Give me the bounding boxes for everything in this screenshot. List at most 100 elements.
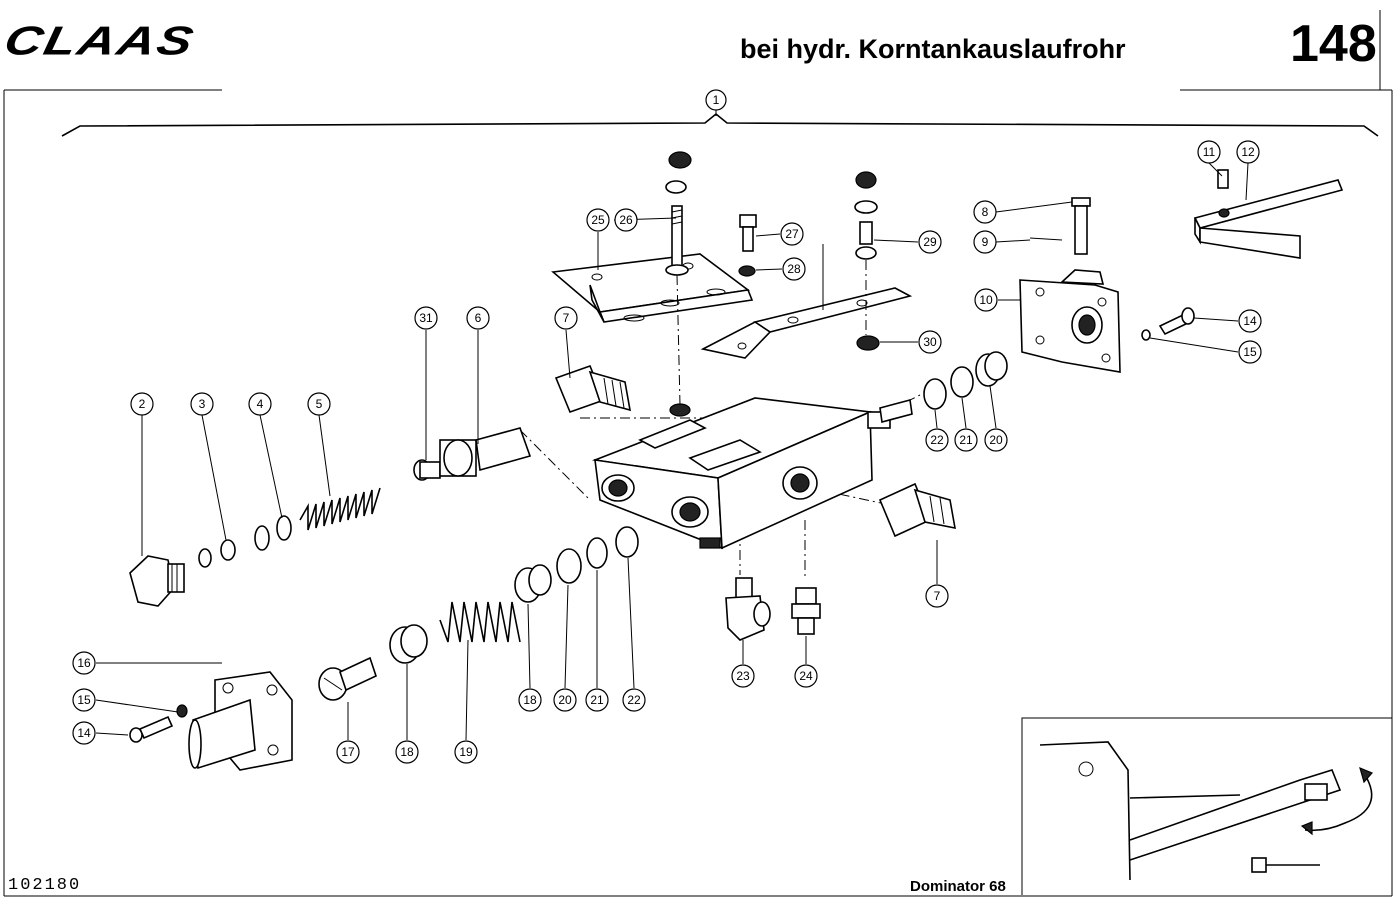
svg-text:11: 11 [1203,145,1216,159]
bolt-assembly-right [854,171,880,351]
callout-1: 1 [705,89,727,111]
washer-15-lower [176,704,188,718]
lever-arm [1193,179,1344,259]
callout-31: 31 [414,306,438,330]
callout-18-lower: 18 [395,740,419,764]
svg-text:29: 29 [923,235,937,249]
hex-plug [129,555,185,607]
svg-text:22: 22 [930,433,944,447]
split-pin [1029,237,1063,241]
callout-27: 27 [780,222,804,246]
svg-text:7: 7 [563,311,570,325]
svg-text:9: 9 [982,235,989,249]
cover-flange [188,671,293,771]
svg-text:5: 5 [316,397,323,411]
washer-20 [556,548,582,584]
slotted-screw [318,656,377,701]
compression-spring [299,487,381,531]
assembly-bracket [61,112,1379,137]
bracket-plate-left [551,253,754,323]
callout-20-right: 20 [984,428,1008,452]
valve-body [591,397,874,550]
seal-21-right [950,366,974,398]
bracket-plate-right [700,287,913,359]
page-number: 148 [1290,15,1377,73]
callout-23: 23 [731,664,755,688]
callout-30: 30 [918,330,942,354]
svg-text:3: 3 [199,397,206,411]
svg-text:16: 16 [77,656,91,670]
svg-text:15: 15 [77,693,91,707]
elbow-fitting [725,577,771,641]
svg-text:14: 14 [77,726,91,740]
straight-fitting [791,587,821,635]
callout-15-right: 15 [1238,340,1262,364]
callout-12: 12 [1236,140,1260,164]
callout-19: 19 [454,740,478,764]
svg-text:10: 10 [979,293,993,307]
callout-17: 17 [336,740,360,764]
o-ring-4a [254,525,270,551]
svg-text:22: 22 [627,693,641,707]
svg-text:2: 2 [139,397,146,411]
mounting-plate [1019,269,1121,373]
stud-bolt [665,151,692,276]
washer-28 [738,265,756,277]
document-number: 102180 [8,876,82,895]
bushing-20-right [975,351,1008,387]
leader-lines [95,110,1249,741]
socket-screw-right [1158,307,1195,336]
svg-text:23: 23 [736,669,750,683]
callout-22-right: 22 [925,428,949,452]
svg-text:20: 20 [558,693,572,707]
callout-7-lower: 7 [925,584,949,608]
callout-5: 5 [307,392,331,416]
callout-25-left: 25 [586,208,610,232]
clevis-pin [1071,197,1091,255]
svg-text:1: 1 [713,93,720,107]
callout-6: 6 [466,306,490,330]
seal-21 [586,537,608,569]
valve-spool-end [867,398,913,429]
svg-text:17: 17 [341,745,355,759]
bushing-18b [514,564,552,603]
callout-14-right: 14 [1238,309,1262,333]
svg-text:4: 4 [257,397,264,411]
svg-text:14: 14 [1243,314,1257,328]
callout-28: 28 [782,257,806,281]
svg-text:27: 27 [785,227,799,241]
inset-view [1021,717,1392,895]
fitting-lower [878,482,956,538]
callout-22-middle: 22 [622,688,646,712]
washer-15-right [1141,329,1151,341]
callout-3: 3 [190,392,214,416]
o-ring-22 [615,526,639,558]
page-title: bei hydr. Korntankauslaufrohr [740,34,1126,64]
svg-text:21: 21 [590,693,604,707]
svg-text:25: 25 [591,213,605,227]
svg-text:6: 6 [475,311,482,325]
valve-seat [439,427,532,477]
callout-14-lower: 14 [72,721,96,745]
svg-text:7: 7 [934,589,941,603]
page-frame [3,10,1393,897]
callout-18-middle: 18 [518,688,542,712]
svg-text:12: 12 [1241,145,1255,159]
compression-spring-lower [439,601,521,643]
callout-21-middle: 21 [585,688,609,712]
callout-26: 26 [614,208,638,232]
socket-screw-lower [129,715,174,743]
seal-ring-3b [220,539,236,561]
callout-2: 2 [130,392,154,416]
callout-20-middle: 20 [553,688,577,712]
callout-29: 29 [918,230,942,254]
callout-24: 24 [794,664,818,688]
model-name: Dominator 68 [910,878,1006,895]
callout-21-right: 21 [954,428,978,452]
o-ring-4b [276,515,292,541]
set-screw [1217,169,1229,189]
callout-15-lower: 15 [72,688,96,712]
seal-ring-3a [198,548,212,568]
